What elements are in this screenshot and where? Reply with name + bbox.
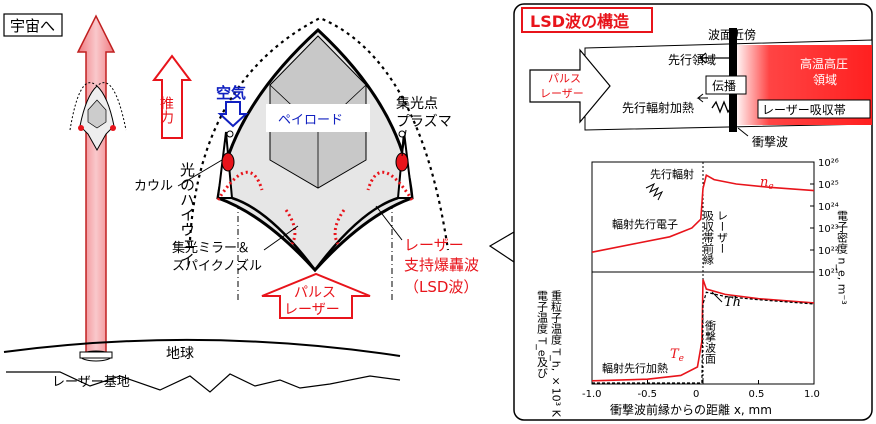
density-ytick-label: 10²¹ [818,268,839,279]
lsd-wave-left [216,170,264,201]
temp-ylabel-2: 重粒子温度 T_h, ×10³ K [550,289,563,418]
hot-region-label-2: 領域 [813,72,837,87]
focus-plasma-label-2: プラズマ [396,114,452,130]
hot-region-label-1: 高温高圧 [800,56,848,71]
earth-label: 地球 [166,346,194,362]
pulse-laser-label-2: レーザー [284,302,340,318]
radiation-electron-annot: 輻射先行電子 [612,217,678,231]
payload-label: ペイロード [278,113,343,128]
mirror-nozzle-label-1: 集光ミラー＆ [172,240,250,256]
pulse-laser-arrow [261,272,371,319]
x-tick-label: 0.5 [749,389,765,400]
temp-ylabel-1: 電子温度 T_e及び [536,290,549,379]
density-ytick-label: 10²² [818,246,839,257]
to-space-label: 宇宙へ [10,17,55,35]
lsd-wave-right [366,170,414,201]
thrust-label: 推力 [158,96,174,125]
density-ytick-label: 10²⁴ [818,202,839,213]
cowl-label: カウル [134,179,173,194]
x-tick-label: -0.5 [638,389,658,400]
panel-pulse-label-2: レーザー [540,87,584,100]
precursor-heating-label: 先行輻射加熱 [622,100,694,115]
panel-laser-arrow [529,48,611,124]
precursor-heating-annot: 輻射先行加熱 [602,361,668,375]
thrust-arrow [152,54,192,139]
x-axis-label: 衝撃波前縁からの距離 x, mm [610,402,772,417]
mirror-nozzle-label-2: スパイクノズル [172,258,262,274]
terrain-line [6,371,401,393]
bow-shock-outline [188,16,450,251]
to-space-box [3,13,63,37]
density-ytick-label: 10²⁵ [818,180,839,191]
panel-title: LSD波の構造 [530,12,630,31]
air-arrow [217,101,249,128]
propagation-label: 伝播 [712,79,736,93]
shock-surface-annot: 衝撃波面 [704,319,717,364]
laser-annot: レーザー [716,210,729,254]
lsd-label-3: （LSD波） [404,278,478,296]
lsd-label-2: 支持爆轟波 [404,256,479,274]
light-highway-arrow [76,14,116,355]
absorption-front-annot: 吸収帯前縁 [702,210,715,265]
pulse-laser-label-1: パルス [294,285,336,301]
th-series-label: Th [724,295,741,310]
lsd-label-1: レーザー [404,236,464,254]
x-tick-label: 1.0 [804,389,820,400]
x-tick-label: 0 [693,389,699,400]
focus-plasma-label-1: 集光点 [396,95,438,112]
th-series-line [592,291,815,384]
temperature-plot: -1.0 -0.5 0 0.5 1.0 [582,279,820,400]
front-vicinity-label: 波面近傍 [708,27,756,42]
laser-base-label: レーザー基地 [52,375,130,390]
density-ylabel: 電子密度 n_e, m⁻³ [836,210,849,305]
density-plot: 10²¹ 10²² 10²³ 10²⁴ 10²⁵ 10²⁶ [591,158,839,279]
earth-surface [3,338,401,357]
x-tick-label: -1.0 [582,389,602,400]
small-rocket-icon [69,82,127,152]
shock-wave-label: 衝撃波 [752,134,788,149]
precursor-region-label: 先行領域 [668,52,716,67]
panel-title-box [521,7,653,33]
focus-plasma-left [221,152,235,172]
air-label: 空気 [216,84,246,102]
precursor-radiation-annot: 先行輻射 [650,167,694,181]
ne-series-line [591,173,815,253]
absorption-zone-label: レーザー吸収帯 [762,103,846,117]
density-ytick-label: 10²⁶ [818,158,839,169]
density-ytick-label: 10²³ [818,224,839,235]
panel-pulse-label-1: パルス [548,72,581,85]
